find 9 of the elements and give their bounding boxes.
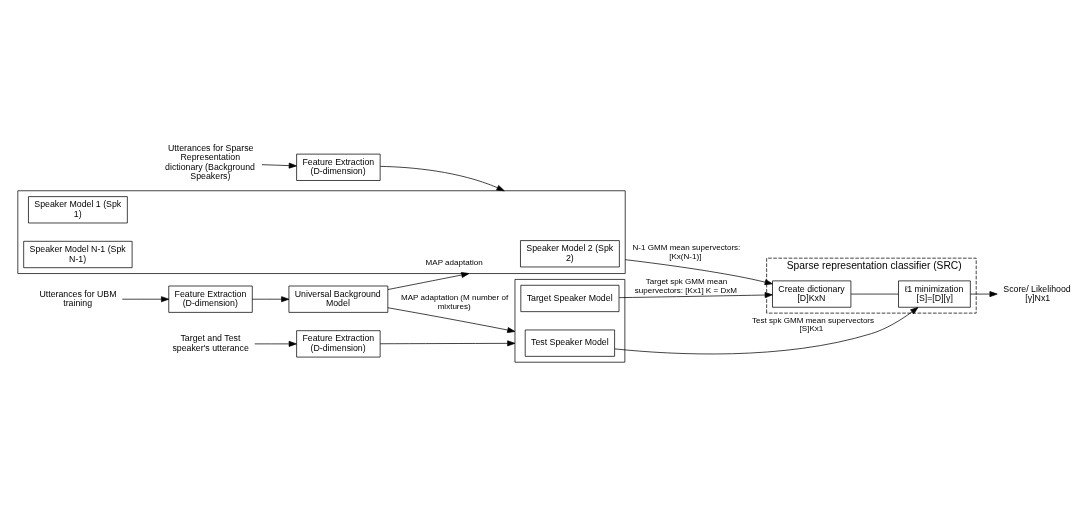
node-text: Score/ Likelihood [γ]Nx1 (1003, 283, 1071, 304)
edge-label: MAP adaptation (M number of mixtures) (401, 292, 509, 311)
node-text: Target and Test speaker's utterance (172, 333, 249, 353)
edge-label: Target spk GMM mean supervectors: [Kx1] K = DxM (634, 277, 737, 296)
edge-label: MAP adaptation (425, 258, 483, 268)
node-text: Utterances for Sparse Representation dictionary (Background Speakers) (165, 142, 255, 182)
edge-label: Test spk GMM mean supervectors [S]Kx1 (751, 315, 875, 334)
edge-label: N-1 GMM mean supervectors: [Kx(N-1)] (632, 242, 741, 261)
node-text: Utterances for UBM training (39, 288, 117, 309)
